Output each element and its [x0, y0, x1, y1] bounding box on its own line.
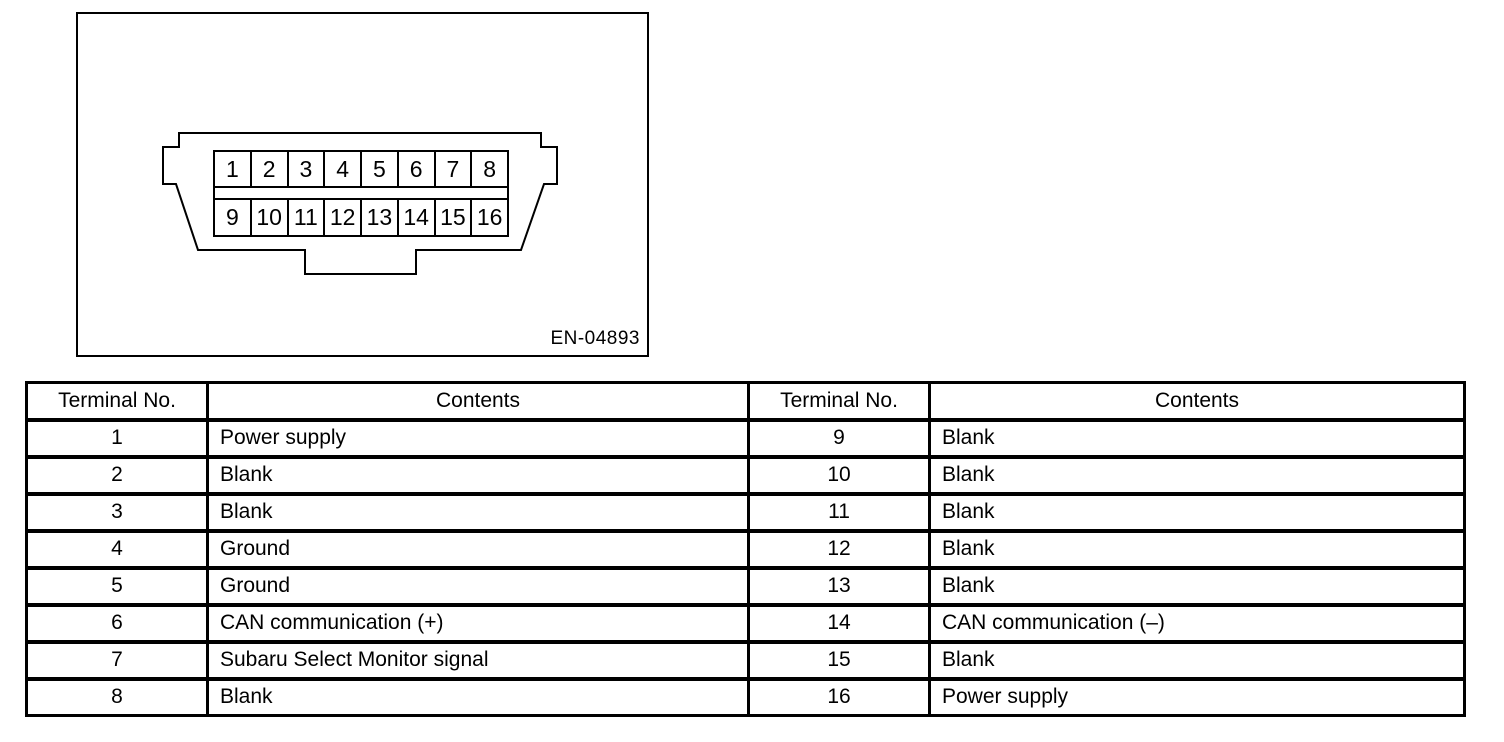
terminal-no-cell: 13 [747, 565, 931, 606]
terminal-no-cell: 14 [747, 602, 931, 643]
table-row: 3 Blank 11 Blank [25, 491, 1466, 532]
contents-cell: Blank [206, 454, 750, 495]
contents-cell: Blank [928, 565, 1466, 606]
table-row: 8 Blank 16 Power supply [25, 676, 1466, 717]
table-row: 6 CAN communication (+) 14 CAN communica… [25, 602, 1466, 643]
pin-6: 6 [399, 152, 436, 186]
pin-10: 10 [252, 200, 289, 235]
terminal-no-cell: 16 [747, 676, 931, 717]
contents-cell: Blank [928, 417, 1466, 458]
header-terminal-no-left: Terminal No. [25, 381, 209, 421]
terminal-no-cell: 1 [25, 417, 209, 458]
contents-cell: Ground [206, 528, 750, 569]
contents-cell: Blank [206, 491, 750, 532]
pin-grid: 1 2 3 4 5 6 7 8 9 10 11 12 13 14 15 16 [213, 150, 509, 237]
table-row: 1 Power supply 9 Blank [25, 417, 1466, 458]
pin-3: 3 [289, 152, 326, 186]
header-contents-left: Contents [206, 381, 750, 421]
connector-figure-box: 1 2 3 4 5 6 7 8 9 10 11 12 13 14 15 16 E… [76, 12, 649, 357]
pin-13: 13 [362, 200, 399, 235]
contents-cell: Blank [928, 639, 1466, 680]
table-row: 5 Ground 13 Blank [25, 565, 1466, 606]
terminal-assignment-table: Terminal No. Contents Terminal No. Conte… [25, 381, 1466, 717]
contents-cell: Power supply [206, 417, 750, 458]
header-terminal-no-right: Terminal No. [747, 381, 931, 421]
terminal-no-cell: 4 [25, 528, 209, 569]
terminal-no-cell: 15 [747, 639, 931, 680]
contents-cell: CAN communication (–) [928, 602, 1466, 643]
pin-14: 14 [399, 200, 436, 235]
pin-15: 15 [436, 200, 473, 235]
table-row: 2 Blank 10 Blank [25, 454, 1466, 495]
terminal-no-cell: 3 [25, 491, 209, 532]
table-row: 7 Subaru Select Monitor signal 15 Blank [25, 639, 1466, 680]
pin-16: 16 [476, 204, 503, 230]
table-header-row: Terminal No. Contents Terminal No. Conte… [25, 381, 1466, 421]
figure-reference-label: EN-04893 [550, 328, 640, 349]
pin-row-bottom: 9 10 11 12 13 14 15 16 [215, 198, 507, 235]
pin-1: 1 [215, 152, 252, 186]
table-row: 4 Ground 12 Blank [25, 528, 1466, 569]
contents-cell: Blank [928, 528, 1466, 569]
pin-7: 7 [436, 152, 473, 186]
pin-11: 11 [289, 200, 326, 235]
pin-row-top: 1 2 3 4 5 6 7 8 [215, 152, 507, 188]
contents-cell: Ground [206, 565, 750, 606]
pin-8: 8 [483, 155, 497, 182]
contents-cell: Power supply [928, 676, 1466, 717]
pin-row-divider [215, 188, 507, 198]
terminal-no-cell: 11 [747, 491, 931, 532]
pin-5: 5 [362, 152, 399, 186]
pin-12: 12 [325, 200, 362, 235]
pin-9: 9 [215, 200, 252, 235]
contents-cell: Blank [928, 454, 1466, 495]
terminal-no-cell: 7 [25, 639, 209, 680]
contents-cell: CAN communication (+) [206, 602, 750, 643]
contents-cell: Blank [928, 491, 1466, 532]
pin-2: 2 [252, 152, 289, 186]
terminal-no-cell: 6 [25, 602, 209, 643]
terminal-no-cell: 2 [25, 454, 209, 495]
terminal-no-cell: 5 [25, 565, 209, 606]
header-contents-right: Contents [928, 381, 1466, 421]
contents-cell: Subaru Select Monitor signal [206, 639, 750, 680]
terminal-no-cell: 8 [25, 676, 209, 717]
terminal-no-cell: 12 [747, 528, 931, 569]
terminal-no-cell: 9 [747, 417, 931, 458]
pin-4: 4 [325, 152, 362, 186]
terminal-no-cell: 10 [747, 454, 931, 495]
contents-cell: Blank [206, 676, 750, 717]
